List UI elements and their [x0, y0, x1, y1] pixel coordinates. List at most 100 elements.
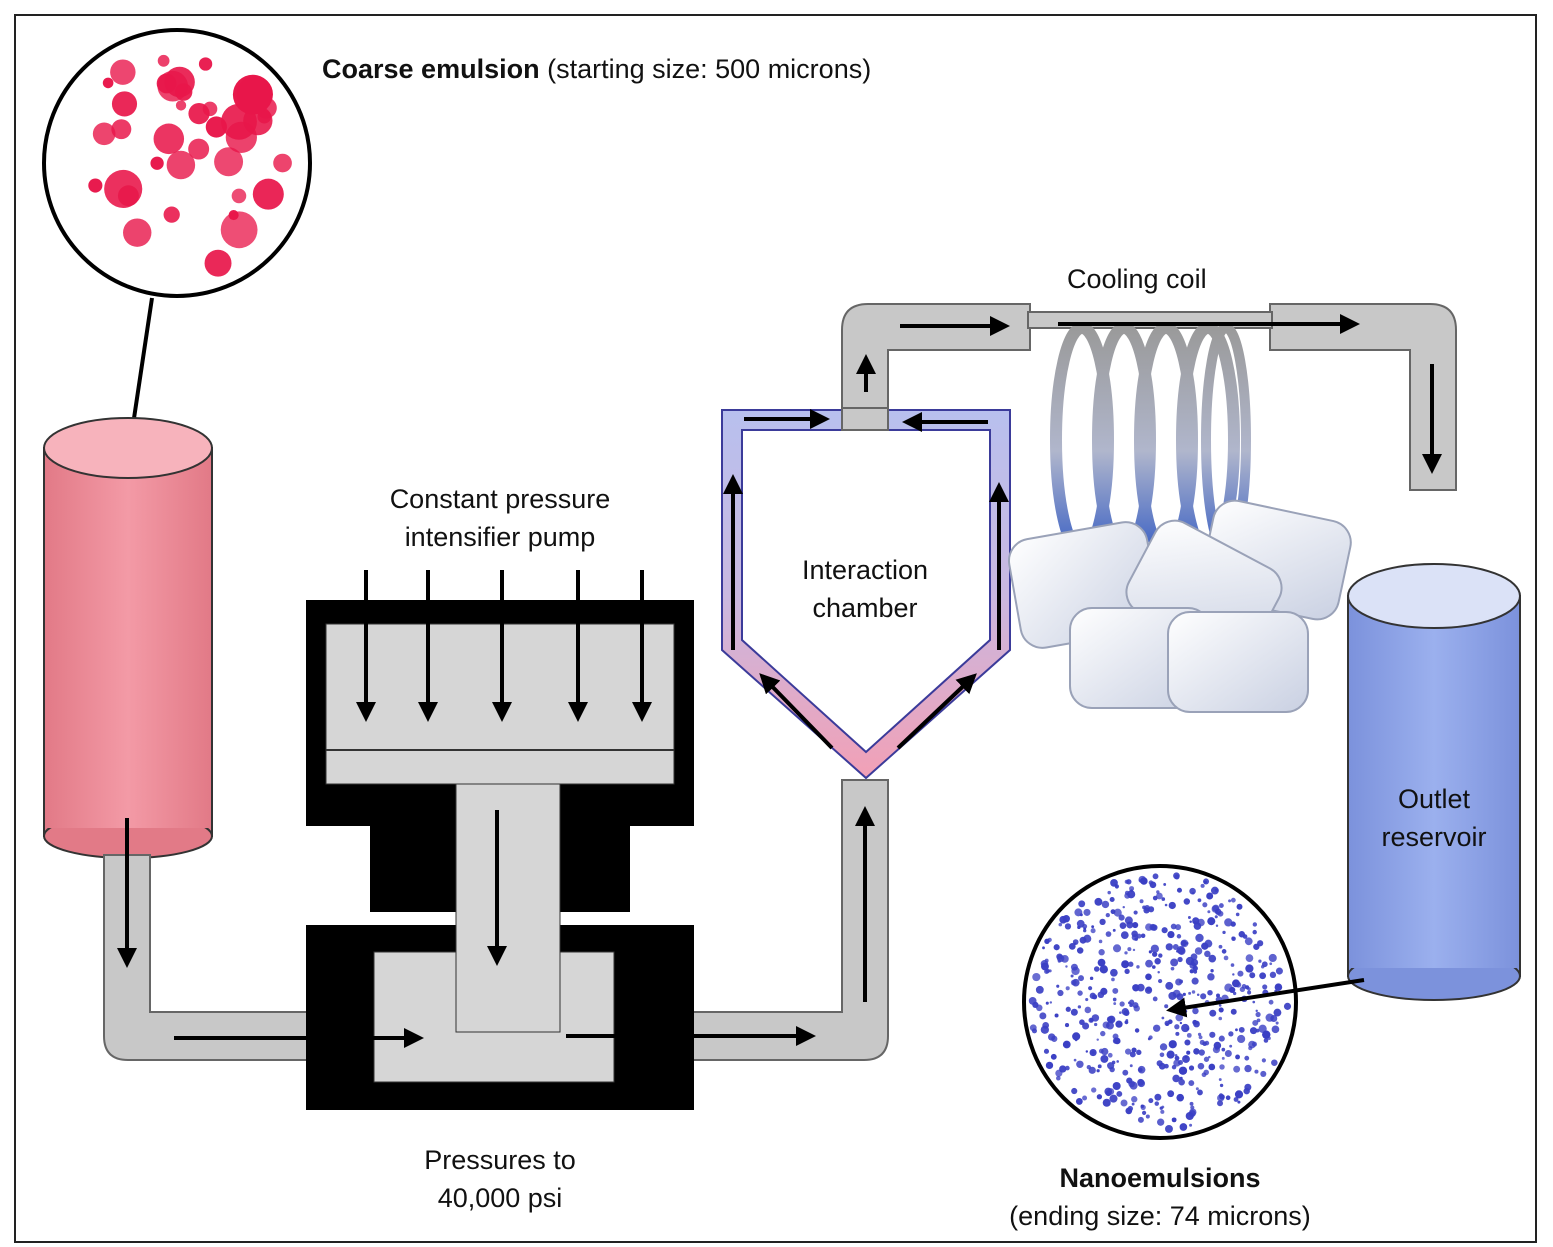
- droplet: [1175, 1031, 1180, 1036]
- droplet: [1101, 1047, 1109, 1056]
- droplet: [123, 218, 152, 247]
- droplet: [1112, 997, 1117, 1002]
- droplet: [205, 116, 227, 138]
- droplet: [1186, 1050, 1191, 1055]
- droplet: [1134, 1028, 1140, 1033]
- droplet: [202, 101, 218, 117]
- droplet: [1093, 966, 1100, 972]
- droplet: [1167, 931, 1175, 939]
- droplet: [1107, 1062, 1115, 1070]
- droplet: [1112, 928, 1116, 932]
- droplet: [1126, 1077, 1133, 1084]
- droplet: [1247, 990, 1252, 995]
- droplet: [1187, 916, 1191, 919]
- droplet: [1049, 1001, 1053, 1004]
- droplet: [1096, 1069, 1100, 1073]
- droplet: [1145, 959, 1153, 968]
- droplet: [252, 178, 284, 210]
- droplet: [1091, 1087, 1097, 1093]
- droplet: [1208, 1063, 1216, 1071]
- droplet: [1197, 1062, 1205, 1070]
- droplet: [1124, 951, 1128, 955]
- droplet: [1064, 923, 1072, 930]
- droplet: [1212, 1045, 1221, 1054]
- droplet: [1121, 1008, 1129, 1016]
- droplet: [1131, 1096, 1138, 1103]
- droplet: [1164, 1063, 1169, 1069]
- droplet: [1040, 1025, 1050, 1034]
- droplet: [88, 178, 103, 193]
- droplet: [188, 138, 210, 160]
- droplet: [1129, 1051, 1136, 1058]
- droplet: [1048, 1033, 1056, 1041]
- droplet: [1176, 945, 1185, 955]
- droplet: [1221, 949, 1227, 954]
- droplet: [1180, 940, 1187, 947]
- droplet: [1154, 958, 1161, 965]
- droplet: [1092, 994, 1098, 1000]
- droplet: [1197, 1089, 1203, 1096]
- droplet: [1110, 968, 1118, 977]
- droplet: [1065, 1006, 1071, 1012]
- droplet: [1209, 1009, 1217, 1017]
- droplet: [1119, 922, 1127, 929]
- droplet: [1193, 969, 1198, 974]
- pump-label: Constant pressure intensifier pump: [389, 484, 611, 552]
- droplet: [1238, 1026, 1245, 1033]
- droplet: [1148, 950, 1152, 954]
- droplet: [1237, 1034, 1246, 1044]
- cooling-coil-label: Cooling coil: [1067, 264, 1207, 294]
- droplet: [1218, 1078, 1222, 1081]
- droplet: [1128, 961, 1134, 967]
- droplet: [1193, 1048, 1200, 1055]
- droplet: [1177, 1059, 1184, 1066]
- droplet: [1113, 1002, 1117, 1005]
- droplet: [1207, 917, 1216, 926]
- droplet: [1202, 902, 1208, 908]
- droplet: [1269, 971, 1277, 979]
- droplet: [1218, 944, 1223, 949]
- droplet: [1082, 1095, 1088, 1101]
- droplet: [175, 100, 187, 111]
- nano-droplets: [1028, 872, 1292, 1133]
- droplet: [1161, 897, 1166, 901]
- droplet: [1196, 993, 1200, 997]
- droplet: [1203, 1056, 1210, 1062]
- droplet: [1132, 1002, 1139, 1009]
- droplet: [1094, 897, 1103, 906]
- droplet: [1242, 934, 1248, 939]
- droplet: [1244, 985, 1250, 990]
- droplet: [1261, 961, 1268, 968]
- droplet: [1098, 949, 1105, 956]
- droplet: [1237, 970, 1244, 977]
- droplet: [1198, 1049, 1205, 1056]
- droplet: [1170, 966, 1175, 971]
- droplet: [1158, 1062, 1166, 1070]
- droplet: [1129, 1003, 1133, 1007]
- droplet: [1192, 1019, 1198, 1025]
- droplet: [1153, 1024, 1161, 1032]
- droplet: [1124, 968, 1130, 974]
- droplet: [1174, 1024, 1180, 1030]
- droplet: [1186, 1032, 1192, 1038]
- droplet: [1053, 944, 1060, 951]
- droplet: [1044, 958, 1049, 963]
- droplet: [273, 153, 292, 173]
- droplet: [1178, 1066, 1188, 1075]
- droplet: [1148, 1098, 1154, 1104]
- droplet: [1154, 1093, 1162, 1101]
- droplet: [1124, 916, 1133, 925]
- droplet: [1041, 962, 1049, 971]
- droplet: [1078, 975, 1084, 982]
- droplet: [1224, 918, 1233, 927]
- droplet: [1043, 1048, 1050, 1054]
- droplet: [1100, 1054, 1109, 1063]
- droplet: [111, 91, 138, 117]
- droplet: [1176, 934, 1182, 939]
- droplet: [150, 156, 164, 170]
- droplet: [1159, 1106, 1163, 1110]
- droplet: [1145, 973, 1152, 981]
- droplet: [111, 119, 132, 140]
- inlet-reservoir: [43, 417, 213, 859]
